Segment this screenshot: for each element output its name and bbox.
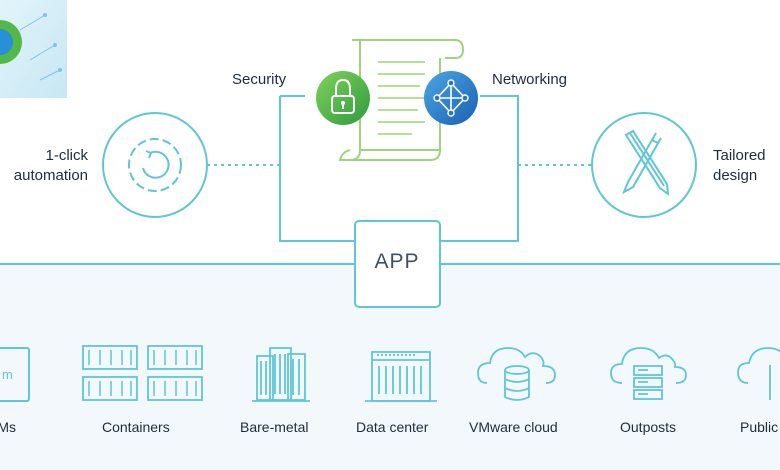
platform-label-bare-metal: Bare-metal — [240, 419, 309, 435]
automation-label-line1: 1-click — [45, 147, 88, 164]
public-cloud-icon — [737, 347, 780, 400]
gear-icon — [102, 112, 208, 218]
design-label-line2: design — [713, 167, 758, 184]
networking-label: Networking — [492, 71, 568, 88]
lock-icon — [316, 71, 370, 125]
containers-icon — [82, 345, 203, 401]
platform-label-outposts: Outposts — [620, 419, 677, 435]
thumbnail-image — [0, 0, 67, 98]
app-box — [354, 220, 441, 308]
automation-label-line2: automation — [13, 167, 88, 184]
design-tools-icon — [591, 112, 697, 218]
data-center-icon — [365, 351, 437, 402]
design-label-line1: Tailored — [713, 147, 766, 164]
security-label: Security — [232, 71, 287, 88]
platform-label-vms: VMs — [0, 419, 16, 435]
cloud-database-icon — [477, 347, 556, 401]
platform-label-containers: Containers — [102, 419, 170, 435]
vm-icon — [0, 347, 30, 402]
platform-label-vmware-cloud: VMware cloud — [469, 419, 558, 435]
network-icon — [424, 71, 478, 125]
bare-metal-icon — [252, 347, 310, 402]
cloud-server-icon — [610, 347, 687, 400]
policy-document-icon — [338, 39, 465, 161]
app-label: APP — [374, 250, 420, 273]
vm-icon-text: m — [2, 367, 13, 382]
policy-bracket — [279, 95, 519, 242]
platform-label-public: Public — [740, 419, 779, 435]
platform-label-data-center: Data center — [356, 419, 429, 435]
